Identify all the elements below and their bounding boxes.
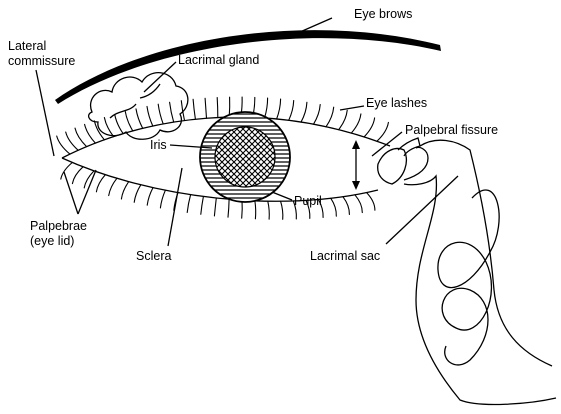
upper-eyelash: [217, 98, 218, 118]
lower-eyelash: [121, 182, 128, 199]
palpebral-fissure-arrow: [352, 140, 360, 190]
upper-eyelash: [158, 104, 163, 124]
upper-eyelash: [277, 99, 281, 119]
label-commissure: commissure: [8, 54, 75, 68]
label-lacrimal-sac: Lacrimal sac: [310, 249, 380, 263]
upper-eyelash: [301, 102, 307, 122]
upper-eyelash: [147, 106, 153, 126]
eyebrow-shape: [55, 30, 441, 104]
lower-eyelash: [281, 201, 283, 219]
label-palpebrae: Palpebrae: [30, 219, 87, 233]
lower-eyelash: [355, 195, 362, 213]
lower-eyelash: [109, 178, 117, 195]
label-lateral: Lateral: [8, 39, 46, 53]
label-palpebral-fissure: Palpebral fissure: [405, 123, 498, 137]
lower-eyelash: [367, 193, 375, 211]
lower-eyelash: [214, 198, 216, 216]
lower-eyelash: [268, 201, 269, 219]
upper-eyelash: [75, 128, 87, 147]
lower-eyelash: [134, 185, 141, 203]
label-sclera: Sclera: [136, 249, 171, 263]
lacrimal-sac-squiggle: [438, 190, 499, 365]
lower-eyelash: [242, 200, 243, 218]
label-eye-lid: (eye lid): [30, 234, 74, 248]
upper-eyelash: [193, 99, 195, 119]
upper-eyelash: [94, 121, 104, 140]
upper-eyelash: [351, 114, 361, 133]
upper-eyelash: [85, 124, 96, 143]
upper-eyelash: [326, 107, 334, 127]
lower-eyelash: [96, 175, 105, 192]
upper-eyelash: [364, 118, 375, 137]
lower-eyelash: [255, 201, 256, 219]
upper-eyelash: [136, 109, 143, 128]
upper-eyelash: [66, 132, 79, 150]
lower-eyelash: [187, 195, 190, 213]
upper-eyelash: [377, 122, 388, 141]
lower-eyelash: [331, 198, 337, 216]
upper-eyelash: [170, 102, 174, 122]
upper-eyelash: [125, 112, 133, 131]
label-pupil: Pupil: [294, 194, 322, 208]
lower-eyelash: [201, 197, 204, 215]
upper-eyelash: [289, 101, 294, 121]
upper-eyelash: [314, 105, 321, 125]
lacrimal-caruncle-shape: [378, 149, 407, 184]
label-eye-lashes: Eye lashes: [366, 96, 427, 110]
lower-eyelash: [61, 163, 73, 180]
lower-eyelash: [72, 167, 83, 184]
pupil-shape: [215, 127, 275, 187]
lacrimal-duct-shape: [404, 140, 556, 404]
upper-eyelash: [205, 98, 206, 118]
label-lacrimal-gland: Lacrimal gland: [178, 53, 259, 67]
upper-eyelash: [265, 98, 268, 118]
upper-eyelash: [339, 110, 348, 129]
lower-eyelash: [228, 199, 229, 217]
lower-eyelash: [343, 197, 350, 215]
lower-eyelash: [147, 188, 153, 206]
label-eye-brows: Eye brows: [354, 7, 412, 21]
lower-eyelash: [160, 190, 165, 208]
upper-eyelash: [115, 114, 123, 133]
label-iris: Iris: [150, 138, 167, 152]
